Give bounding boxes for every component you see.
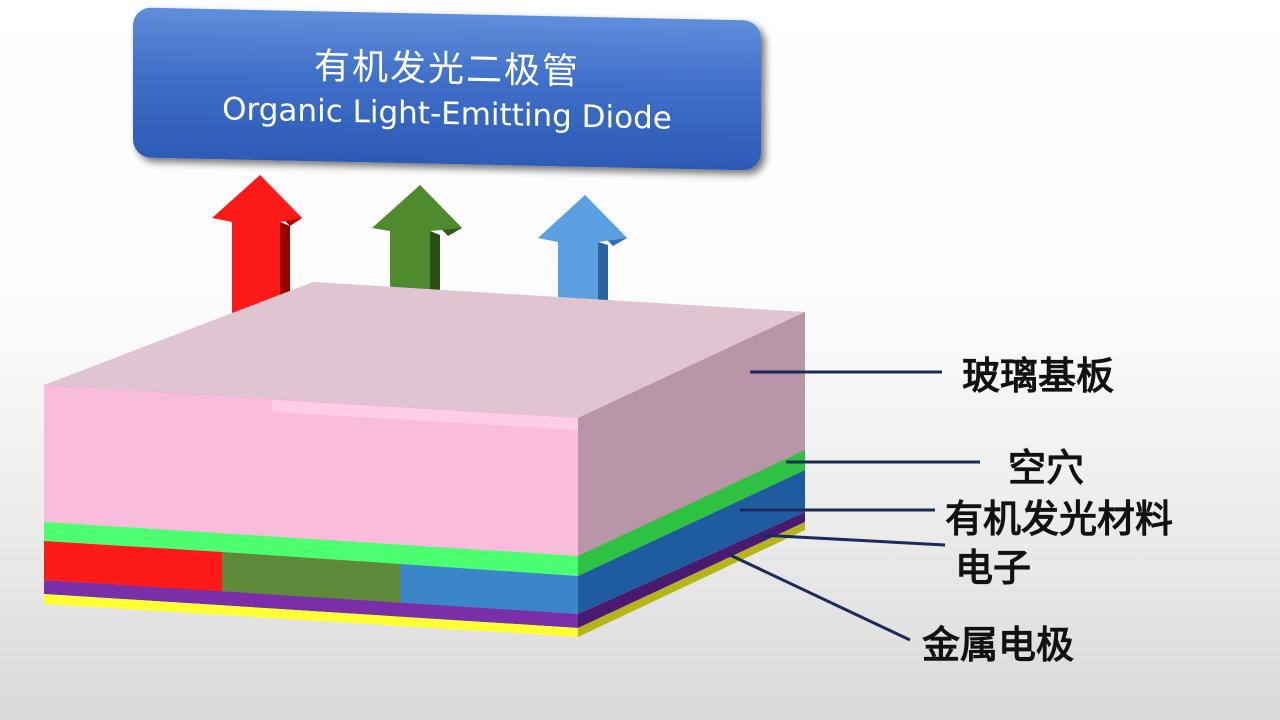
title-box: 有机发光二极管 Organic Light-Emitting Diode [133, 7, 761, 171]
title-english: Organic Light-Emitting Diode [222, 91, 672, 137]
leader-lines [729, 370, 980, 642]
label-electron: 电子 [955, 546, 1032, 590]
layer-organic-emitter [44, 470, 805, 614]
title-chinese: 有机发光二极管 [313, 46, 580, 93]
pixel-green [222, 552, 400, 604]
layer-electron [44, 512, 805, 628]
label-hole: 空穴 [1008, 446, 1085, 490]
layer-glass-substrate [44, 282, 805, 556]
label-organic-material: 有机发光材料 [945, 497, 1174, 541]
layer-hole [44, 450, 805, 576]
label-glass-substrate: 玻璃基板 [962, 354, 1115, 398]
pixel-blue [400, 564, 578, 614]
leader-metal [729, 553, 911, 642]
layer-metal-electrode [44, 522, 805, 637]
leader-electron [759, 533, 946, 547]
label-metal-electrode: 金属电极 [922, 623, 1075, 667]
pixel-red [44, 541, 222, 592]
